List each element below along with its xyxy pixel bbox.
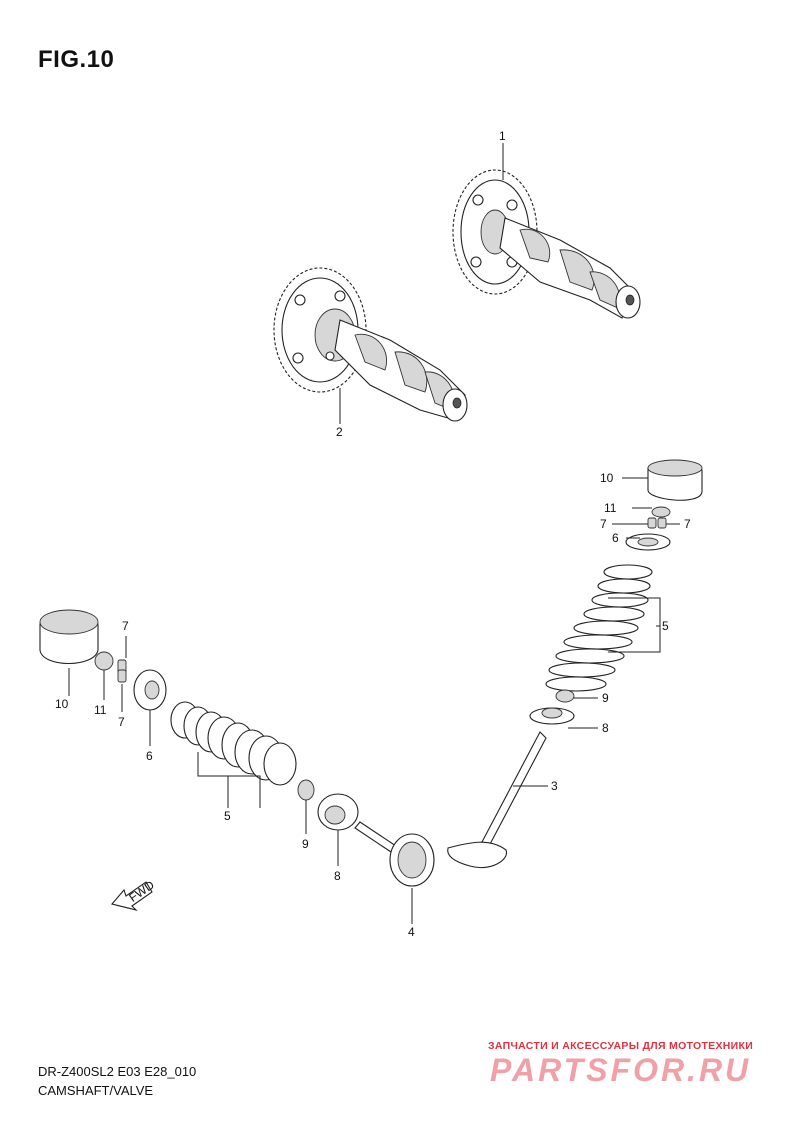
camshaft-2 [273,267,468,422]
callout-2: 2 [336,425,343,439]
valve-spring-left [170,701,297,786]
callout-5-right: 5 [662,619,669,633]
callout-6-right: 6 [612,531,619,545]
valve-assembly-left [39,609,435,887]
fwd-label: FWD [126,878,157,905]
figure-title: FIG.10 [38,46,115,73]
callout-8-left: 8 [334,869,341,883]
watermark-tagline: ЗАПЧАСТИ И АКСЕССУАРЫ ДЛЯ МОТОТЕХНИКИ [488,1040,754,1052]
callout-10-right: 10 [600,471,614,485]
callout-11-left: 11 [94,703,107,717]
callout-3: 3 [551,779,558,793]
callout-9-right: 9 [602,691,609,705]
model-code: DR-Z400SL2 E03 E28_010 [38,1064,197,1079]
section-name: CAMSHAFT/VALVE [38,1083,154,1098]
callout-7-right-b: 7 [684,517,691,531]
watermark-logo: PARTSFOR.RU [490,1052,752,1088]
callout-5-left: 5 [224,809,231,823]
callout-9-left: 9 [302,837,309,851]
leader-lines [68,143,680,924]
callout-1: 1 [499,129,506,143]
callout-7-left-b: 7 [118,715,125,729]
callout-8-right: 8 [602,721,609,735]
camshaft-1 [452,169,641,319]
callout-7-left-a: 7 [122,619,129,633]
valve-spring-right [545,564,653,692]
callout-11-right: 11 [604,501,617,515]
valve-assembly-right [447,459,703,868]
callout-6-left: 6 [146,749,153,763]
callout-7-right-a: 7 [600,517,607,531]
callout-10-left: 10 [55,697,69,711]
forward-direction-arrow: FWD [111,878,157,912]
callout-4: 4 [408,925,415,939]
